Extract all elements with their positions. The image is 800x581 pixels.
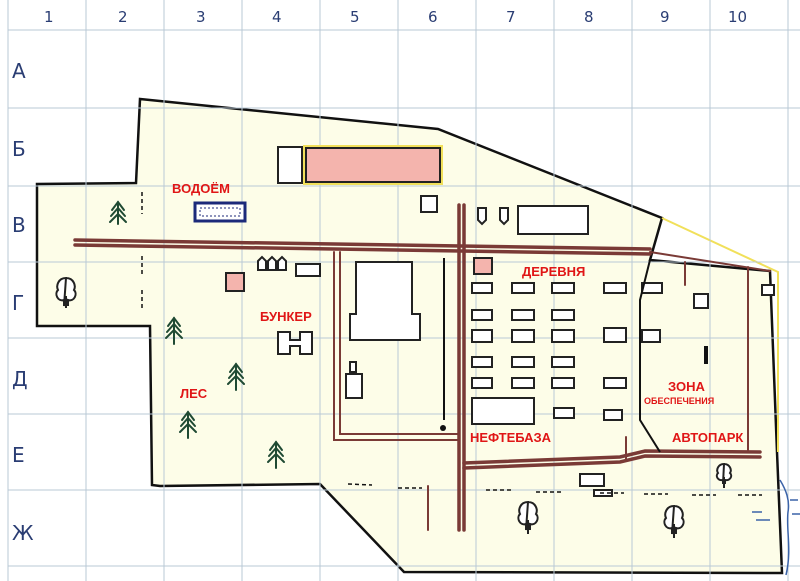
oil-depot-building	[471, 397, 535, 425]
row-label: Б	[12, 137, 26, 161]
pine-tree-icon	[227, 362, 245, 391]
building	[477, 207, 487, 226]
building	[349, 261, 421, 341]
house	[511, 377, 535, 389]
zone-label-forest: ЛЕС	[180, 386, 208, 401]
zone-label-bunker: БУНКЕР	[260, 309, 312, 324]
house	[641, 282, 663, 294]
row-label: Д	[12, 367, 28, 391]
marker	[440, 425, 446, 431]
house	[551, 282, 575, 294]
house	[553, 407, 575, 419]
zone-label-oil-depot: НЕФТЕБАЗА	[470, 430, 552, 445]
row-label: Ж	[12, 521, 34, 545]
house	[471, 309, 493, 321]
building	[579, 473, 605, 487]
water-ripple-icon	[752, 479, 800, 576]
target-highlight	[303, 145, 443, 185]
column-label: 8	[584, 8, 594, 26]
pine-tree-icon	[165, 316, 183, 345]
building	[761, 284, 775, 296]
house	[471, 356, 493, 368]
building	[499, 207, 509, 226]
house	[641, 329, 661, 343]
building	[349, 361, 357, 373]
round-tree-icon	[55, 276, 77, 308]
support-zone-boundary	[639, 259, 661, 453]
building	[267, 255, 277, 271]
village-houses	[471, 282, 663, 425]
building	[277, 255, 287, 271]
round-tree-icon	[663, 504, 685, 538]
building	[693, 293, 709, 309]
target-building-small	[473, 257, 493, 275]
grid-lines	[7, 0, 800, 581]
row-label: А	[12, 59, 26, 83]
column-label: 2	[118, 8, 128, 26]
house	[603, 377, 627, 389]
house	[511, 329, 535, 343]
house	[551, 377, 575, 389]
building	[277, 146, 303, 184]
fence-mark-icon	[347, 483, 762, 496]
column-label: 1	[44, 8, 54, 26]
yellow-boundary-strip	[661, 217, 779, 452]
round-tree-icon	[517, 500, 539, 534]
house	[603, 327, 627, 343]
reservoir-shape	[193, 201, 247, 223]
row-label: Е	[12, 443, 25, 467]
zone-label-village: ДЕРЕВНЯ	[522, 264, 585, 279]
house	[511, 356, 535, 368]
marker	[704, 346, 708, 364]
house	[471, 282, 493, 294]
column-label: 7	[506, 8, 516, 26]
building	[295, 263, 321, 277]
zone-label-support: ЗОНА	[668, 379, 705, 394]
house	[471, 329, 493, 343]
target-building-small	[225, 272, 245, 292]
road-network	[73, 203, 771, 532]
column-label: 9	[660, 8, 670, 26]
house	[603, 409, 623, 421]
reservoir-water	[199, 207, 241, 217]
column-label: 4	[272, 8, 282, 26]
pine-tree-icon	[267, 440, 285, 469]
column-label: 6	[428, 8, 438, 26]
house	[511, 282, 535, 294]
zone-label-reservoir: ВОДОЁМ	[172, 181, 230, 196]
house	[471, 377, 493, 389]
house	[551, 356, 575, 368]
house	[511, 309, 535, 321]
column-label: 3	[196, 8, 206, 26]
bunker-icon	[277, 331, 313, 355]
house	[551, 309, 575, 321]
column-label: 5	[350, 8, 360, 26]
pine-tree-icon	[179, 410, 197, 439]
pine-tree-icon	[109, 200, 127, 225]
building	[420, 195, 438, 213]
zone-label-support-sub: ОБЕСПЕЧЕНИЯ	[644, 396, 714, 406]
column-label: 10	[728, 8, 747, 26]
house	[551, 329, 575, 343]
row-label: Г	[12, 291, 24, 315]
target-building-large	[305, 147, 441, 183]
building	[257, 255, 267, 271]
zone-label-motor-pool: АВТОПАРК	[672, 430, 743, 445]
house	[603, 282, 627, 294]
building	[345, 373, 363, 399]
round-tree-icon	[715, 462, 733, 488]
building	[517, 205, 589, 235]
row-label: В	[12, 213, 26, 237]
